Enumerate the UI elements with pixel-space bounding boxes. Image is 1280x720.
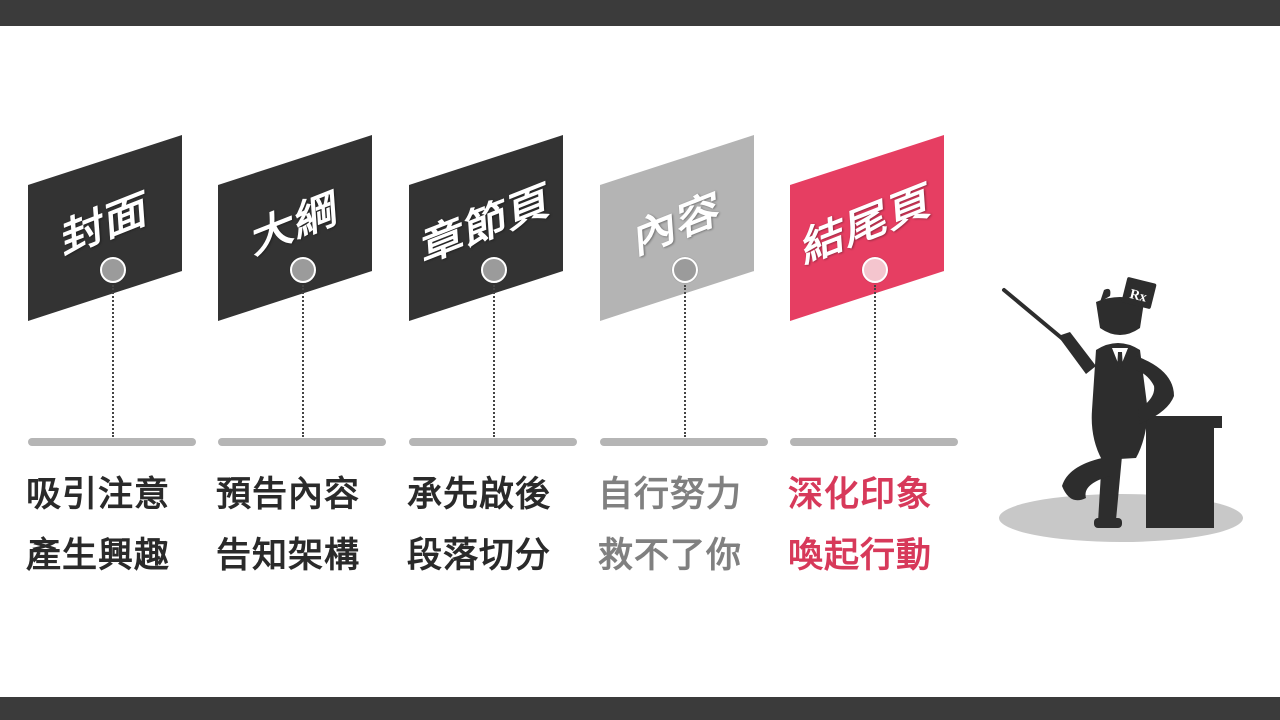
flag-title-outline: 大綱 [250, 182, 340, 265]
timeline-dot [290, 257, 316, 283]
top-frame-bar [0, 0, 1280, 26]
flag-title-content: 內容 [632, 182, 722, 265]
flag-content: 內容 [600, 135, 754, 321]
timeline-dot [481, 257, 507, 283]
desc-line1-section: 承先啟後 [407, 475, 552, 515]
pointer-stick [1002, 288, 1066, 342]
desc-line1-ending: 深化印象 [788, 475, 933, 515]
desc-line2-section: 段落切分 [407, 536, 552, 576]
flag-cover: 封面 [28, 135, 182, 321]
column-section: 章節頁 承先啟後 段落切分 [407, 0, 599, 720]
leaning-arm [1136, 356, 1174, 424]
timeline-dot [862, 257, 888, 283]
head [1096, 297, 1144, 335]
timeline-baseline [600, 438, 768, 446]
dotted-connector [874, 285, 876, 437]
raised-arm [1058, 332, 1096, 374]
rx-badge-text: Rx [1128, 287, 1148, 306]
hair-tuft [1100, 288, 1111, 302]
crossed-leg [1062, 458, 1110, 501]
desc-line1-outline: 預告內容 [216, 475, 361, 515]
flag-ending: 結尾頁 [790, 135, 944, 321]
torso [1091, 343, 1148, 460]
bottom-frame-bar [0, 697, 1280, 720]
column-content: 內容 自行努力 救不了你 [598, 0, 790, 720]
desc-line2-cover: 產生興趣 [26, 536, 171, 576]
column-ending: 結尾頁 深化印象 喚起行動 [788, 0, 980, 720]
dotted-connector [302, 285, 304, 437]
timeline-baseline [409, 438, 577, 446]
column-cover: 封面 吸引注意 產生興趣 [26, 0, 218, 720]
timeline-baseline [218, 438, 386, 446]
column-outline: 大綱 預告內容 告知架構 [216, 0, 408, 720]
desc-line2-outline: 告知架構 [216, 536, 361, 576]
timeline-dot [100, 257, 126, 283]
dotted-connector [684, 285, 686, 437]
rx-badge [1121, 277, 1157, 309]
tie [1117, 352, 1123, 370]
desc-line2-ending: 喚起行動 [788, 536, 933, 576]
flag-title-cover: 封面 [60, 182, 150, 265]
desc-line2-content: 救不了你 [598, 536, 743, 576]
podium-top [1138, 416, 1222, 428]
desc-line1-cover: 吸引注意 [26, 475, 171, 515]
timeline-baseline [28, 438, 196, 446]
flag-section: 章節頁 [409, 135, 563, 321]
presenter-with-pointer-icon: Rx [999, 277, 1243, 542]
podium-body [1146, 426, 1214, 528]
timeline-dot [672, 257, 698, 283]
dotted-connector [493, 285, 495, 437]
desc-line1-content: 自行努力 [598, 475, 743, 515]
timeline-baseline [790, 438, 958, 446]
shoe [1094, 518, 1122, 528]
flag-outline: 大綱 [218, 135, 372, 321]
dotted-connector [112, 285, 114, 437]
